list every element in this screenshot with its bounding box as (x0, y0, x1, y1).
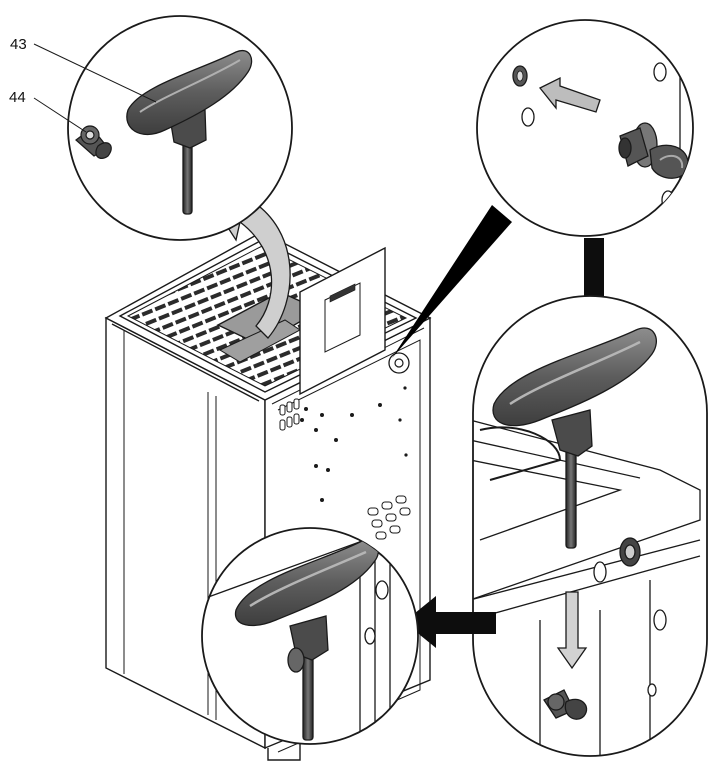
straight-arrow-icon (404, 596, 496, 648)
straight-arrow-icon (538, 76, 601, 113)
detail-fastener-insert (476, 19, 694, 237)
detail-wrench-stored (201, 527, 419, 745)
leader-line-44 (33, 97, 87, 133)
fastener-clip-icon (543, 689, 588, 720)
t-handle-wrench-icon (126, 49, 253, 215)
detail-wrench-insertion (472, 295, 708, 757)
callout-label-44: 44 (9, 89, 26, 106)
callout-label-43: 43 (10, 36, 27, 53)
t-handle-wrench-icon (234, 539, 379, 741)
straight-arrow-icon (556, 591, 588, 670)
detail-connector-wedge (392, 205, 512, 358)
t-handle-wrench-icon (492, 327, 657, 549)
leader-line-43 (33, 43, 157, 103)
detail-tool-storage (33, 15, 293, 241)
fastener-clip-icon (75, 125, 112, 159)
fastener-clip-icon (618, 122, 689, 179)
